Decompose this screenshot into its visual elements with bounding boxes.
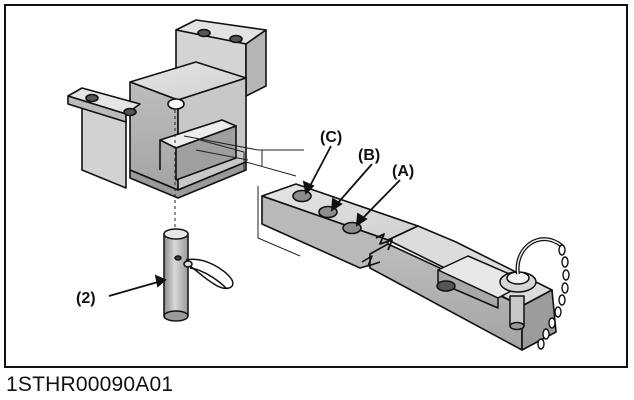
alignment-lines (174, 110, 304, 257)
figure-code: 1STHR00090A01 (6, 373, 174, 396)
safety-chain (537, 244, 570, 350)
hitch-pin (163, 228, 189, 322)
callout-arrows (108, 145, 401, 297)
hitch-bracket (67, 19, 267, 199)
callout-label-hole-c: (C) (320, 129, 342, 146)
figure-frame (4, 4, 628, 368)
hair-pin-clip (183, 258, 234, 290)
drawbar-clevis (436, 237, 564, 331)
callout-label-hole-a: (A) (392, 163, 414, 180)
callout-label-pin: (2) (76, 290, 96, 307)
callout-label-hole-b: (B) (358, 147, 380, 164)
